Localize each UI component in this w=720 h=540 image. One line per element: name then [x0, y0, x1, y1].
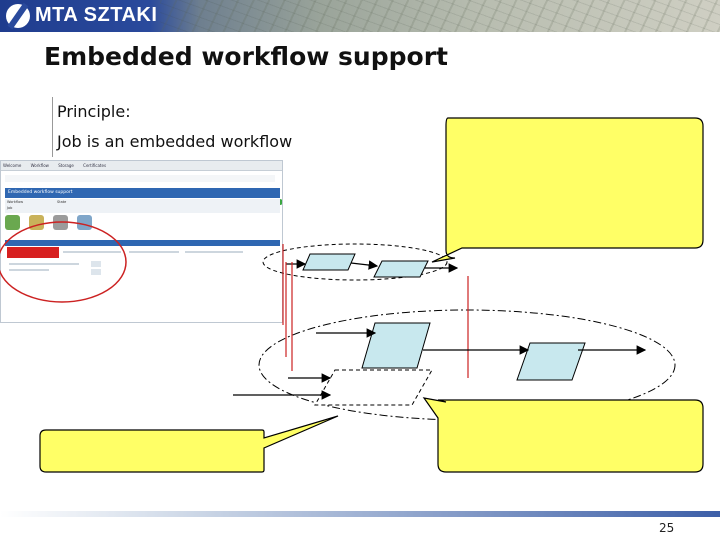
portal-field-line	[9, 269, 49, 271]
workflow-run-icon[interactable]	[5, 215, 20, 230]
portal-field-line	[9, 263, 79, 265]
callout-bottom-left	[39, 415, 339, 473]
job-box-small-1	[302, 253, 356, 271]
portal-input[interactable]	[91, 261, 101, 267]
portal-subheader	[5, 175, 275, 182]
portal-tab-bar: Welcome Workflow Storage Certificates	[1, 161, 282, 171]
logo-text: MTA SZTAKI	[35, 4, 158, 26]
footer-band	[0, 511, 720, 517]
portal-tab-welcome[interactable]: Welcome	[3, 163, 22, 168]
arrow	[350, 260, 379, 270]
job-box-large-1	[361, 322, 431, 369]
portal-header-bar: Embedded workflow support	[5, 188, 280, 198]
portal-selected-job[interactable]	[7, 247, 59, 258]
portal-job-bar	[5, 240, 280, 246]
portal-field-line	[63, 251, 121, 253]
callout-top-right	[431, 117, 704, 263]
portal-highlight-ellipse	[0, 221, 127, 303]
refresh-icon[interactable]	[77, 215, 93, 230]
portal-screenshot: Welcome Workflow Storage Certificates Em…	[0, 160, 283, 323]
job-ellipse	[262, 243, 448, 281]
principle-block: Principle: Job is an embedded workflow	[52, 97, 292, 157]
portal-tab-certificates[interactable]: Certificates	[83, 163, 107, 168]
callout-bottom-right	[422, 397, 704, 473]
portal-field-line	[129, 251, 179, 253]
meta-state: State	[57, 200, 67, 204]
meta-workflow: Workflow	[7, 200, 24, 204]
principle-line-1: Principle:	[57, 102, 131, 121]
slide-title: Embedded workflow support	[44, 42, 448, 71]
principle-line-2: Job is an embedded workflow	[57, 132, 293, 151]
header-banner: MTA SZTAKI	[0, 0, 720, 32]
meta-job: Job	[7, 206, 13, 210]
job-box-large-2	[516, 342, 586, 381]
slide-number: 25	[659, 521, 675, 535]
banner-texture	[160, 0, 720, 32]
portal-input[interactable]	[91, 269, 101, 275]
job-box-small-2	[373, 260, 429, 278]
portal-field-line	[185, 251, 243, 253]
portal-tab-storage[interactable]: Storage	[58, 163, 74, 168]
mta-sztaki-logo-icon	[6, 4, 30, 28]
portal-tab-workflow[interactable]: Workflow	[30, 163, 49, 168]
embedded-job-box	[314, 369, 433, 406]
portal-meta-row: Workflow State Job	[5, 199, 280, 213]
